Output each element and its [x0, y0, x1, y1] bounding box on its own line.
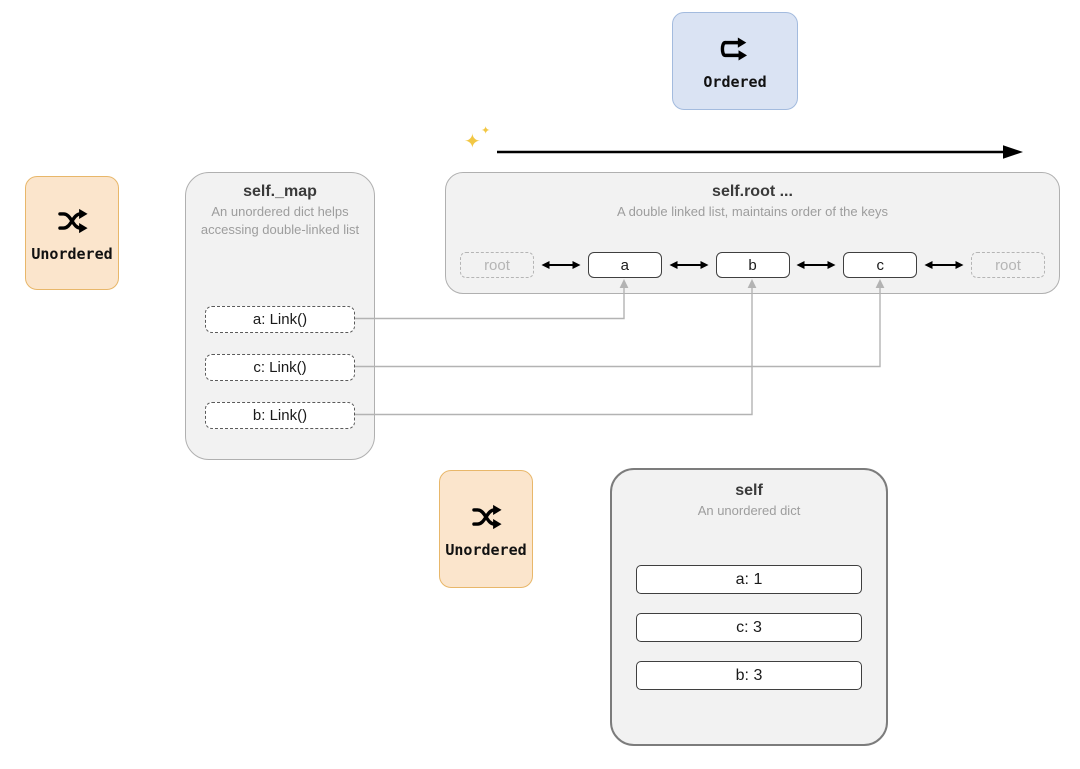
shuffle-icon-svg [58, 208, 88, 233]
self-panel: self An unordered dict a: 1 c: 3 b: 3 [610, 468, 888, 746]
node-a: a [587, 252, 662, 278]
sparkle-star-big: ✦ [464, 131, 481, 153]
self-entry-a: a: 1 [636, 565, 862, 594]
root-panel-subtitle: A double linked list, maintains order of… [617, 204, 888, 219]
linked-list-row: root a b [460, 251, 1045, 279]
double-arrow-svg [796, 261, 836, 269]
double-arrow-svg [541, 261, 581, 269]
root-panel: self.root ... A double linked list, main… [445, 172, 1060, 294]
map-panel-subtitle: An unordered dict helps accessing double… [200, 204, 360, 238]
shuffle-icon [469, 500, 503, 534]
double-arrow-svg [669, 261, 709, 269]
connector-c [355, 288, 881, 368]
unordered-badge-bottom: Unordered [439, 470, 533, 588]
map-entry-c: c: Link() [205, 354, 355, 381]
map-entry-b: b: Link() [205, 402, 355, 429]
ordered-arrows-icon-svg [720, 37, 748, 60]
shuffle-icon-svg [472, 504, 502, 529]
self-panel-subtitle: An unordered dict [697, 503, 801, 518]
ordered-badge-label: Ordered [703, 72, 767, 91]
node-root-head: root [460, 252, 534, 278]
connector-b [355, 288, 753, 416]
root-panel-title: self.root ... [712, 183, 793, 200]
unordered-badge-top: Unordered [25, 176, 119, 290]
double-arrow-icon [796, 259, 836, 271]
double-arrow-svg [924, 261, 964, 269]
sparkle-star-small: ✦ [481, 125, 491, 137]
node-c: c [843, 252, 918, 278]
unordered-badge-top-label: Unordered [31, 244, 113, 263]
double-arrow-icon [924, 259, 964, 271]
self-entry-c: c: 3 [636, 613, 862, 642]
unordered-badge-bottom-label: Unordered [445, 540, 527, 559]
shuffle-icon [55, 204, 89, 238]
double-arrow-icon [541, 259, 581, 271]
map-entry-a: a: Link() [205, 306, 355, 333]
node-root-tail: root [971, 252, 1045, 278]
map-panel: self._map An unordered dict helps access… [185, 172, 375, 460]
order-direction-arrowhead [1003, 145, 1023, 159]
map-panel-title: self._map [243, 183, 317, 200]
sparkle-icon: ✦ ✦ [464, 126, 496, 158]
double-arrow-icon [669, 259, 709, 271]
node-b: b [715, 252, 790, 278]
self-panel-title: self [735, 482, 763, 499]
ordered-badge: Ordered [672, 12, 798, 110]
self-entry-b: b: 3 [636, 661, 862, 690]
ordered-arrows-icon [718, 32, 752, 66]
